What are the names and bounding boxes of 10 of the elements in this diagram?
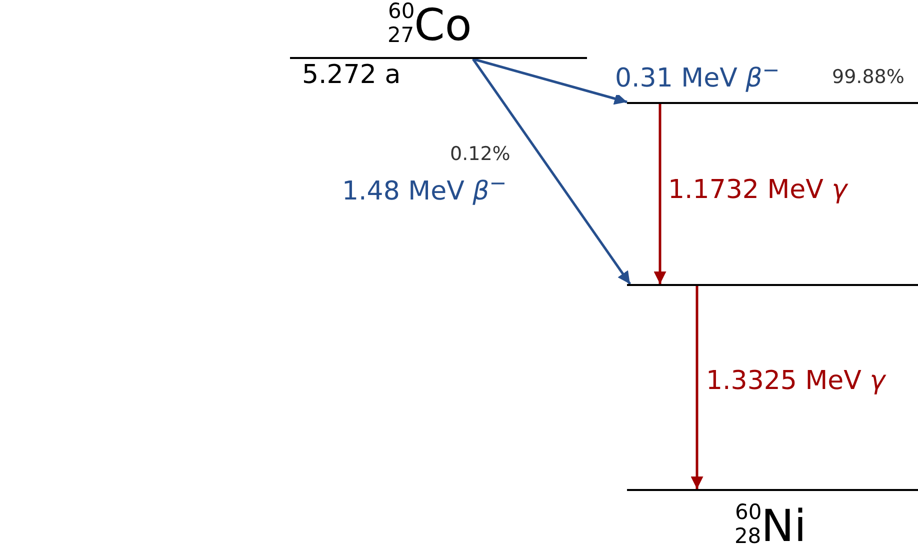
arrow	[690, 286, 704, 489]
energy-level-line	[627, 284, 918, 286]
branching-ratio-label: 99.88%	[832, 66, 904, 88]
energy-level-line	[290, 0, 587, 59]
arrow	[654, 104, 666, 284]
branching-ratio-label: 0.12%	[450, 143, 510, 165]
energy-level-line	[627, 102, 918, 104]
arrow	[472, 58, 632, 285]
half-life-label: 5.272 a	[302, 60, 401, 90]
arrow	[472, 58, 628, 105]
